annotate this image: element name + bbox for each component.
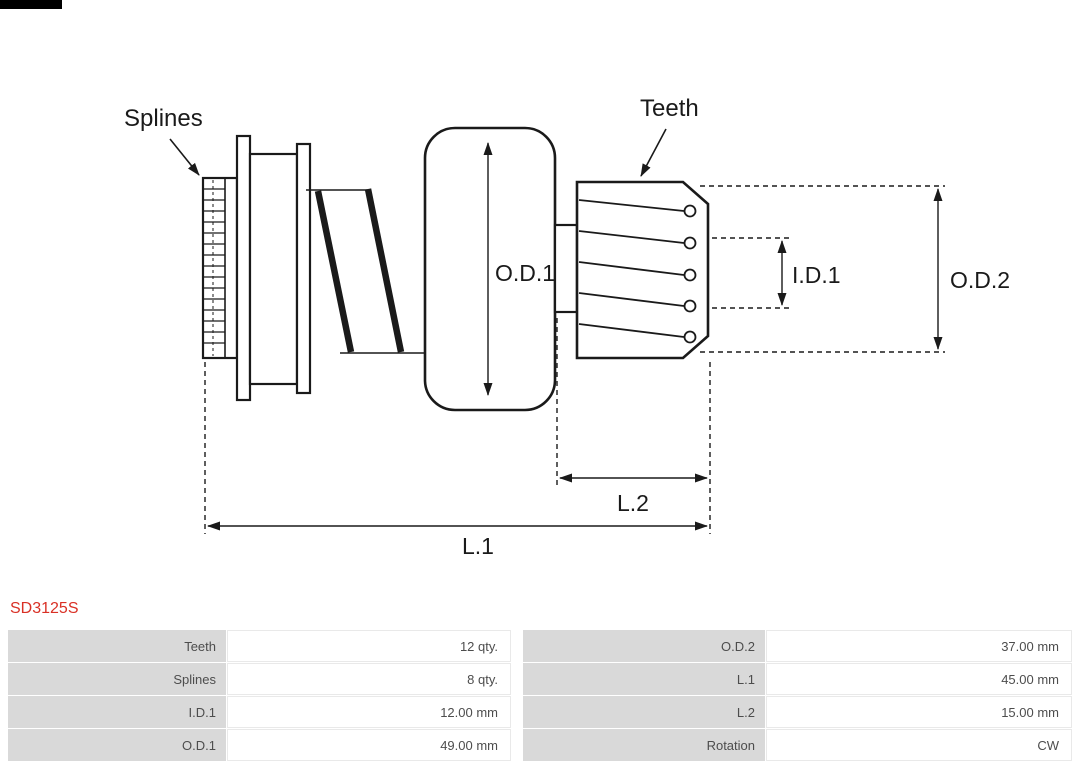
spec-value-cell: 8 qty. [227,663,511,695]
spec-row: Splines 8 qty. [8,663,511,695]
od1-label: O.D.1 [495,260,555,286]
teeth-label: Teeth [640,95,699,122]
technical-drawing: O.D.1 I.D.1 O.D.2 L.2 L.1 Splines [124,95,1010,559]
dim-od2: O.D.2 [933,188,1010,350]
spring [306,188,426,354]
id1-label: I.D.1 [792,262,841,288]
spec-value-cell: CW [766,729,1072,761]
part-number: SD3125S [10,600,79,617]
od2-label: O.D.2 [950,267,1010,293]
flange-collar [235,134,312,402]
l2-label: L.2 [617,490,649,516]
spec-label-cell: O.D.1 [8,729,226,761]
callout-splines: Splines [124,105,203,176]
dim-l2: L.2 [559,473,708,516]
dim-id1: I.D.1 [777,240,841,306]
spec-table-right: O.D.2 37.00 mm L.1 45.00 mm L.2 15.00 mm… [523,630,1072,761]
hub-connector [553,223,579,314]
spec-label-cell: L.2 [523,696,765,728]
spec-row: Teeth 12 qty. [8,630,511,662]
spec-label-cell: Splines [8,663,226,695]
callout-teeth: Teeth [640,95,699,177]
spec-value-cell: 49.00 mm [227,729,511,761]
spec-row: O.D.2 37.00 mm [523,630,1072,662]
dim-l1: L.1 [207,521,708,559]
splined-shaft [201,176,239,360]
l1-label: L.1 [462,533,494,559]
spec-label-cell: L.1 [523,663,765,695]
pinion-gear [575,180,710,360]
spec-value-cell: 12 qty. [227,630,511,662]
spec-value-cell: 37.00 mm [766,630,1072,662]
logo-fragment [0,0,62,9]
spec-value-cell: 15.00 mm [766,696,1072,728]
extension-lines [204,185,945,534]
spec-label-cell: O.D.2 [523,630,765,662]
spec-label-cell: Rotation [523,729,765,761]
spec-table: Teeth 12 qty. Splines 8 qty. I.D.1 12.00… [8,630,1072,761]
spec-value-cell: 12.00 mm [227,696,511,728]
spec-row: L.2 15.00 mm [523,696,1072,728]
spec-label-cell: Teeth [8,630,226,662]
spec-row: L.1 45.00 mm [523,663,1072,695]
spec-row: O.D.1 49.00 mm [8,729,511,761]
splines-label: Splines [124,105,203,132]
spec-table-left: Teeth 12 qty. Splines 8 qty. I.D.1 12.00… [8,630,511,761]
spec-label-cell: I.D.1 [8,696,226,728]
spec-row: I.D.1 12.00 mm [8,696,511,728]
spec-row: Rotation CW [523,729,1072,761]
spec-value-cell: 45.00 mm [766,663,1072,695]
dim-od1: O.D.1 [483,142,555,396]
